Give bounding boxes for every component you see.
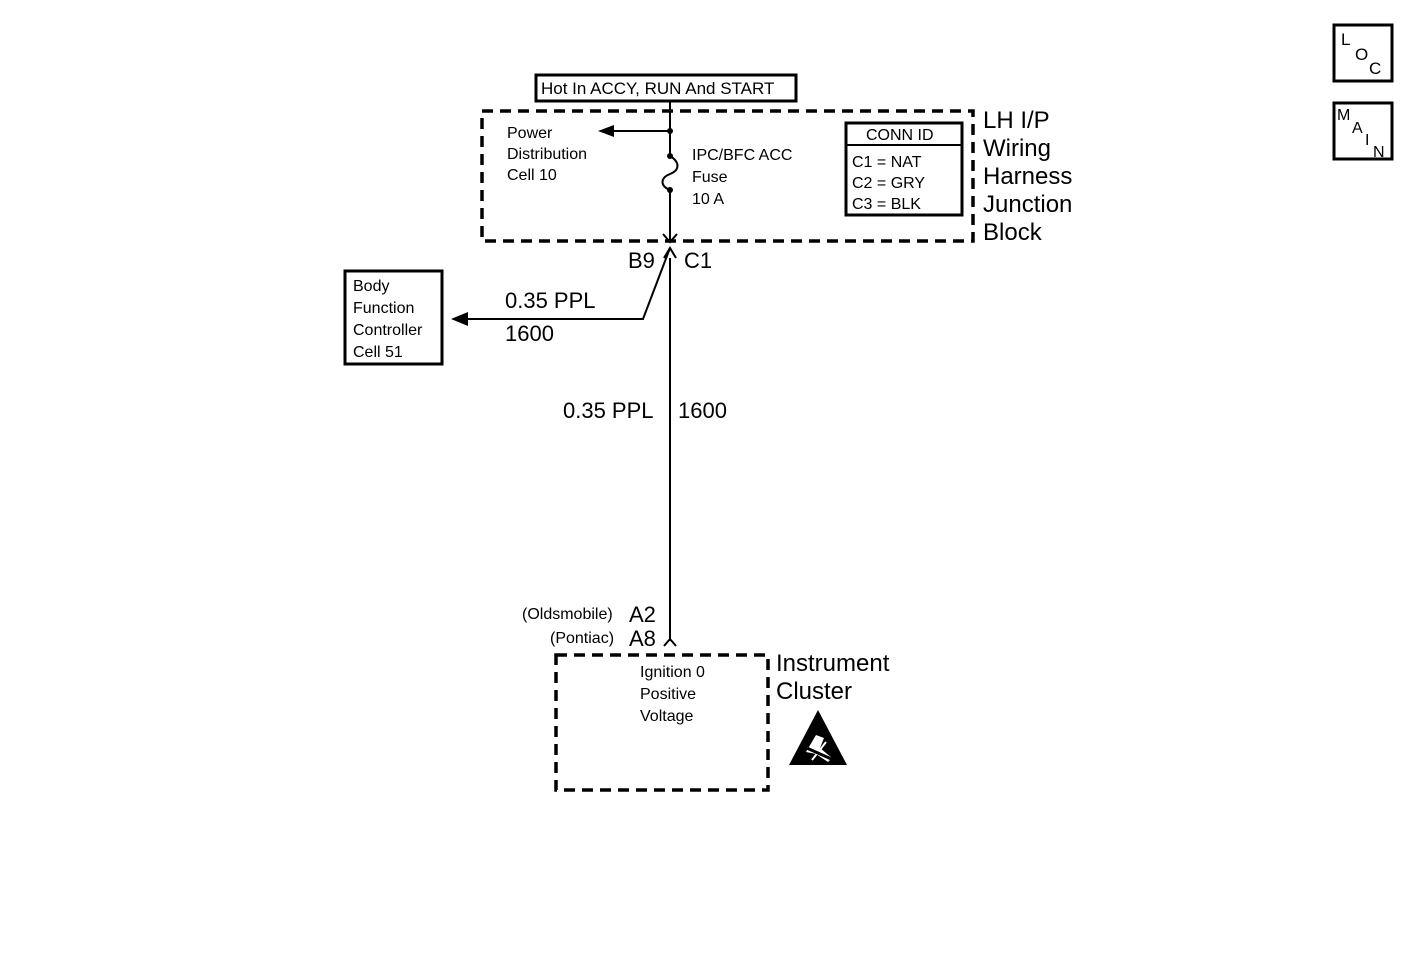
- svg-text:N: N: [1373, 144, 1385, 161]
- svg-text:Voltage: Voltage: [640, 708, 693, 725]
- svg-text:Ignition 0: Ignition 0: [640, 664, 705, 681]
- svg-text:Block: Block: [983, 219, 1043, 246]
- esd-warning-icon: [789, 710, 847, 765]
- svg-text:Harness: Harness: [983, 163, 1072, 190]
- svg-text:Function: Function: [353, 300, 414, 317]
- svg-text:LH I/P: LH I/P: [983, 107, 1050, 134]
- bfc-wire-size: 0.35 PPL: [505, 288, 596, 313]
- power-dist-arrow: [598, 125, 614, 137]
- bfc-label: Body Function Controller Cell 51: [353, 278, 423, 361]
- svg-text:Instrument: Instrument: [776, 650, 890, 677]
- junction-block-name: LH I/P Wiring Harness Junction Block: [983, 107, 1072, 246]
- svg-text:Distribution: Distribution: [507, 146, 587, 163]
- svg-text:A2: A2: [629, 602, 656, 627]
- svg-text:10 A: 10 A: [692, 191, 724, 208]
- bfc-circuit: 1600: [505, 321, 554, 346]
- cluster-pin-labels: (Oldsmobile) A2 (Pontiac) A8: [522, 602, 656, 651]
- svg-text:A: A: [1352, 120, 1363, 137]
- svg-text:Cluster: Cluster: [776, 678, 852, 705]
- conn-id-box: [844, 121, 964, 217]
- bfc-box: [343, 269, 444, 366]
- main-wire-circuit: 1600: [678, 398, 727, 423]
- conn-id-rows: C1 = NAT C2 = GRY C3 = BLK: [852, 154, 925, 213]
- svg-text:(Pontiac): (Pontiac): [550, 630, 614, 647]
- loc-button[interactable]: L O C: [1332, 23, 1394, 83]
- svg-text:L: L: [1341, 30, 1350, 49]
- svg-text:C1 = NAT: C1 = NAT: [852, 154, 922, 171]
- bfc-branch-wire: [466, 247, 671, 320]
- svg-text:I: I: [1365, 132, 1369, 149]
- instrument-cluster-box: [554, 653, 770, 792]
- conn-id-title: CONN ID: [866, 127, 934, 144]
- svg-text:Cell 10: Cell 10: [507, 167, 557, 184]
- svg-text:Fuse: Fuse: [692, 169, 728, 186]
- fuse-label: IPC/BFC ACC Fuse 10 A: [692, 147, 792, 208]
- svg-text:Positive: Positive: [640, 686, 696, 703]
- svg-text:A8: A8: [629, 626, 656, 651]
- main-button[interactable]: M A I N: [1332, 101, 1394, 161]
- svg-text:C: C: [1369, 59, 1381, 78]
- svg-text:Wiring: Wiring: [983, 135, 1051, 162]
- pin-c1-label: C1: [684, 248, 712, 273]
- svg-text:Junction: Junction: [983, 191, 1072, 218]
- power-dist-label: Power Distribution Cell 10: [507, 125, 587, 184]
- svg-text:Controller: Controller: [353, 322, 423, 339]
- instrument-cluster-name: Instrument Cluster: [776, 650, 890, 705]
- svg-text:C3 = BLK: C3 = BLK: [852, 196, 921, 213]
- svg-text:O: O: [1355, 45, 1368, 64]
- svg-text:Body: Body: [353, 278, 389, 295]
- hot-label-box: [534, 73, 798, 103]
- ignition-input-label: Ignition 0 Positive Voltage: [640, 664, 705, 725]
- bfc-arrow: [451, 312, 468, 326]
- svg-text:IPC/BFC ACC: IPC/BFC ACC: [692, 147, 792, 164]
- main-wire-size: 0.35 PPL: [563, 398, 654, 423]
- fuse-symbol: [661, 155, 679, 191]
- svg-text:Cell 51: Cell 51: [353, 344, 403, 361]
- svg-text:(Oldsmobile): (Oldsmobile): [522, 606, 613, 623]
- hot-label: Hot In ACCY, RUN And START: [541, 79, 774, 98]
- svg-text:C2 = GRY: C2 = GRY: [852, 175, 925, 192]
- svg-text:Power: Power: [507, 125, 553, 142]
- junction-block-box: [480, 109, 975, 243]
- pin-b9-label: B9: [628, 248, 655, 273]
- svg-text:M: M: [1337, 107, 1350, 124]
- cluster-connector: [663, 637, 677, 647]
- connector-c1-top: [662, 233, 678, 244]
